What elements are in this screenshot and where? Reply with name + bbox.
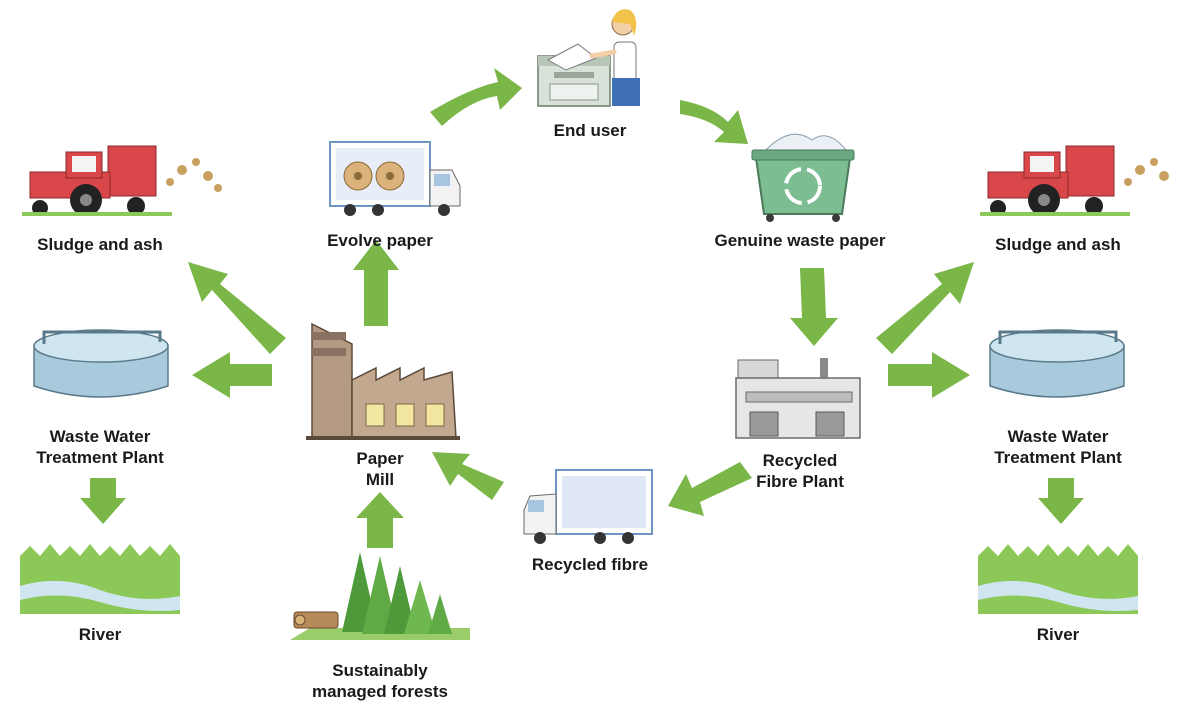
- treatment-tank-icon: [33, 329, 169, 398]
- label-recycled-fibre-plant: Recycled Fibre Plant: [756, 451, 844, 491]
- tractor-icon: [22, 145, 222, 216]
- label-sludge-right: Sludge and ash: [995, 235, 1121, 254]
- forest-icon: [290, 552, 470, 640]
- arrow-evolve-to-enduser: [430, 68, 522, 126]
- label-evolve-paper: Evolve paper: [327, 231, 433, 250]
- arrow-waste-to-plant: [790, 268, 838, 346]
- label-wwtp-left: Waste Water Treatment Plant: [36, 427, 164, 467]
- arrow-mill-to-sludge-left: [188, 262, 286, 354]
- arrow-wwtp-to-river-left: [80, 478, 126, 524]
- arrow-mill-to-evolve: [353, 240, 399, 326]
- paper-roll-truck-icon: [329, 141, 461, 216]
- tractor-icon: [980, 145, 1169, 216]
- river-icon: [978, 544, 1138, 614]
- label-river-right: River: [1036, 625, 1080, 644]
- arrow-mill-to-wwtp-left: [192, 352, 272, 398]
- label-forests: Sustainably managed forests: [311, 661, 449, 701]
- label-sludge-left: Sludge and ash: [37, 235, 163, 254]
- arrow-forest-to-mill: [356, 492, 404, 548]
- label-genuine-waste-paper: Genuine waste paper: [714, 231, 886, 250]
- person-at-printer-icon: [537, 9, 640, 107]
- arrow-recycledfibre-to-mill: [432, 452, 504, 500]
- label-river-left: River: [78, 625, 122, 644]
- factory-icon: [735, 358, 861, 439]
- label-end-user: End user: [553, 121, 627, 140]
- arrow-enduser-to-waste: [680, 100, 748, 144]
- label-paper-mill: Paper Mill: [356, 449, 404, 489]
- arrow-plant-to-sludge-right: [876, 262, 974, 354]
- recycling-bin-icon: [751, 133, 855, 222]
- label-wwtp-right: Waste Water Treatment Plant: [994, 427, 1122, 467]
- truck-icon: [523, 469, 653, 544]
- arrow-plant-to-recycledfibre: [668, 462, 752, 516]
- label-recycled-fibre: Recycled fibre: [531, 555, 649, 574]
- paper-mill-icon: [306, 322, 460, 440]
- treatment-tank-icon: [989, 329, 1125, 398]
- arrow-plant-to-wwtp-right: [888, 352, 970, 398]
- river-icon: [20, 544, 180, 614]
- arrow-wwtp-to-river-right: [1038, 478, 1084, 524]
